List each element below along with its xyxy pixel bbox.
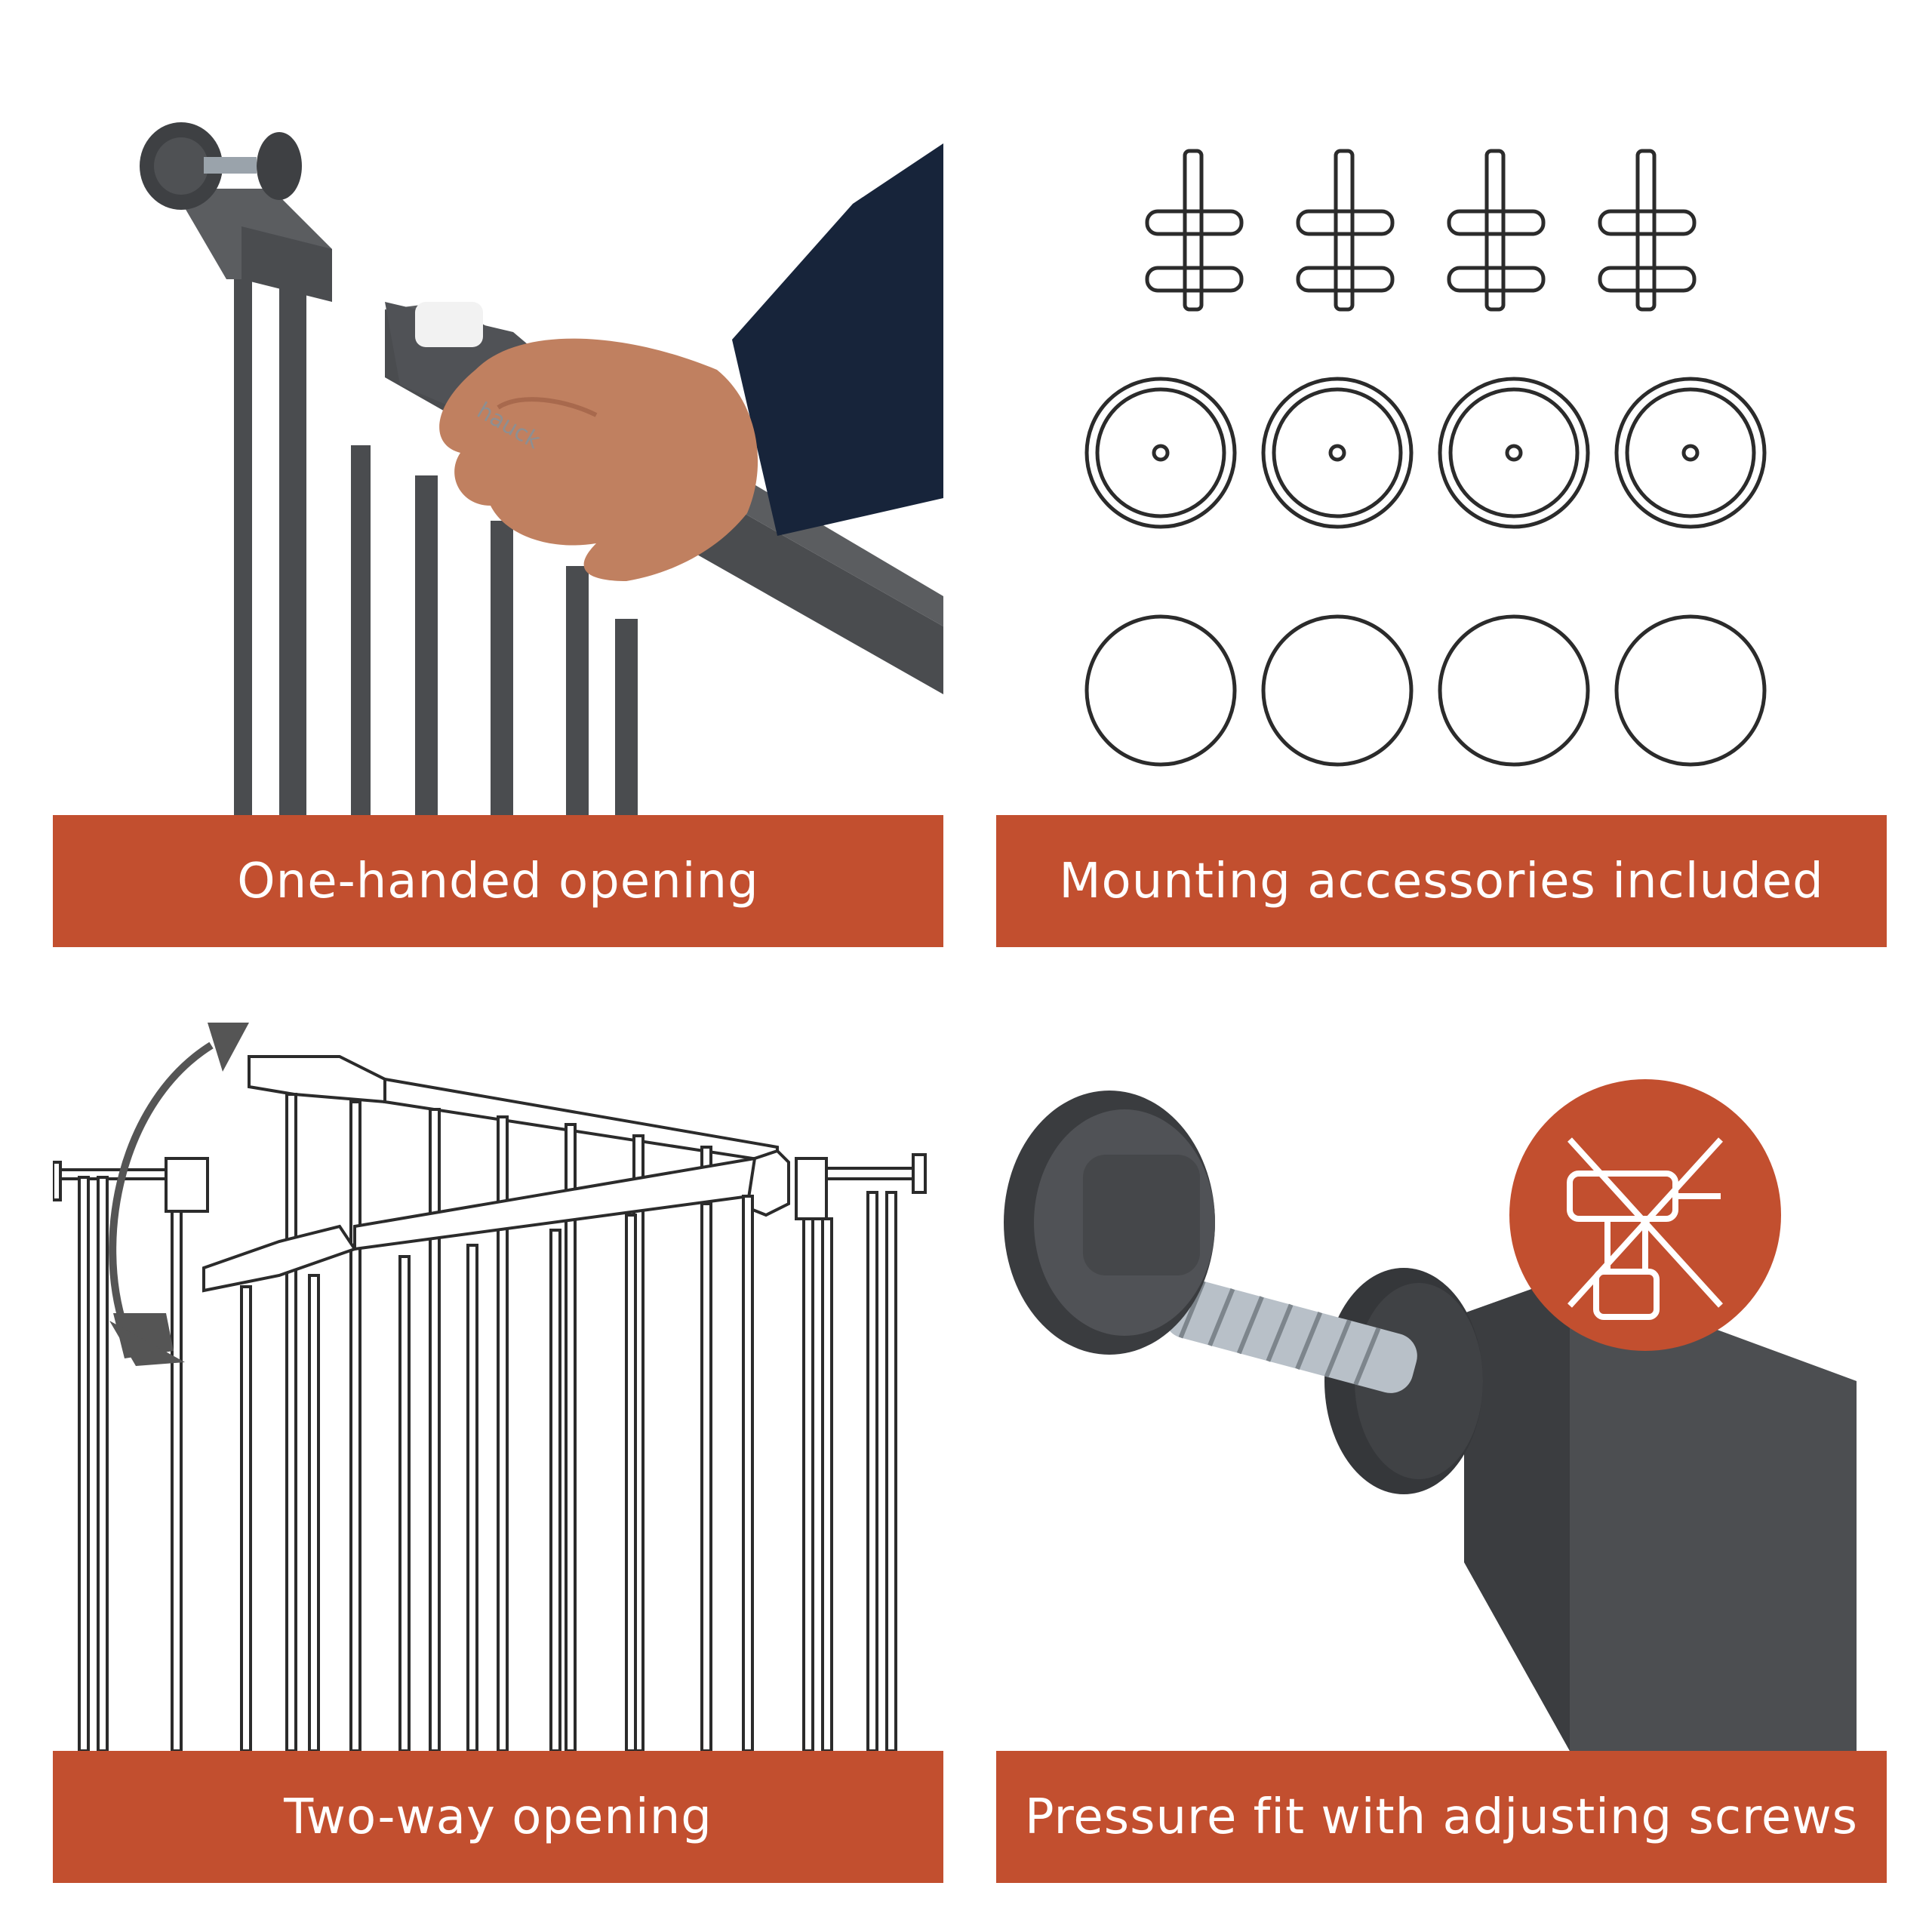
caption-pressure-fit: Pressure fit with adjusting screws	[1025, 1789, 1858, 1845]
caption-banner: Pressure fit with adjusting screws	[996, 1751, 1887, 1883]
adhesive-pad-icon	[1438, 614, 1590, 767]
wall-cup-icon	[1084, 377, 1237, 529]
caption-banner: One-handed opening	[53, 815, 943, 947]
panel-pressure-fit: Pressure fit with adjusting screws	[996, 989, 1887, 1883]
wall-cup-icon	[1261, 377, 1414, 529]
two-way-gate-icon	[53, 989, 943, 1751]
gate-handle-photo: hauck	[53, 53, 943, 815]
wall-anchor-icon	[1296, 149, 1395, 312]
caption-banner: Two-way opening	[53, 1751, 943, 1883]
wall-anchor-icon	[1145, 149, 1244, 312]
pressure-screw-photo	[996, 989, 1887, 1751]
adhesive-pad-icon	[1084, 614, 1237, 767]
wall-anchor-icon	[1447, 149, 1546, 312]
no-drill-icon	[1509, 1079, 1781, 1351]
adhesive-pad-icon	[1614, 614, 1767, 767]
wall-anchor-icon	[1598, 149, 1697, 312]
caption-two-way-opening: Two-way opening	[284, 1789, 712, 1845]
adhesive-pad-icon	[1261, 614, 1414, 767]
mounting-parts-icon	[996, 53, 1887, 815]
caption-mounting-accessories: Mounting accessories included	[1059, 853, 1824, 909]
panel-mounting-accessories: Mounting accessories included	[996, 53, 1887, 947]
panel-one-handed-opening: hauck One-handed opening	[53, 53, 943, 947]
wall-cup-icon	[1614, 377, 1767, 529]
caption-banner: Mounting accessories included	[996, 815, 1887, 947]
caption-one-handed-opening: One-handed opening	[237, 853, 759, 909]
wall-cup-icon	[1438, 377, 1590, 529]
panel-two-way-opening: Two-way opening	[53, 989, 943, 1883]
